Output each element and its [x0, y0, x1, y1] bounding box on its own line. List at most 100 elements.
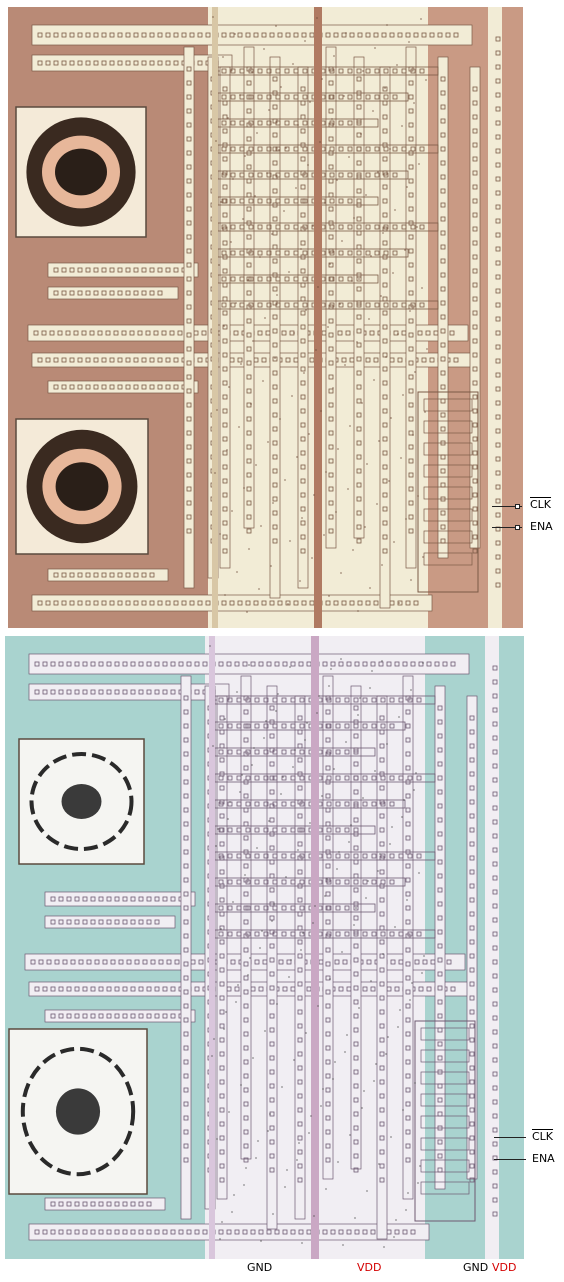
contact-cut [69, 267, 75, 273]
contact-cut [347, 94, 353, 100]
contact-cut [469, 1093, 475, 1099]
cell-gate [420, 1181, 470, 1195]
contact-cut [325, 793, 331, 799]
contact-cut [226, 661, 232, 667]
contact-cut [379, 869, 385, 875]
contact-cut [450, 986, 456, 992]
contact-cut [186, 1229, 192, 1235]
contact-cut [138, 986, 144, 992]
dust-speck [243, 487, 245, 489]
contact-cut [338, 68, 344, 74]
contact-cut [98, 661, 104, 667]
contact-cut [397, 32, 403, 38]
die-photo-silicon-layer [5, 636, 524, 1259]
contact-cut [437, 831, 443, 837]
contact-cut [69, 60, 75, 66]
contact-cut [183, 877, 189, 883]
contact-cut [178, 1229, 184, 1235]
rail-contact [495, 204, 501, 210]
contact-cut [236, 879, 242, 885]
contact-cut [382, 548, 388, 554]
contact-cut [269, 1013, 275, 1019]
contact-cut [328, 430, 334, 436]
contact-cut [300, 436, 306, 442]
contact-cut [227, 697, 233, 703]
dust-speck [230, 241, 232, 243]
dust-speck [239, 791, 241, 793]
contact-cut [183, 1101, 189, 1107]
contact-cut [379, 1051, 385, 1057]
contact-cut [469, 995, 475, 1001]
dust-speck [296, 1159, 298, 1161]
dust-speck [279, 418, 281, 420]
contact-cut [221, 224, 227, 230]
contact-cut [382, 114, 388, 120]
contact-cut [157, 357, 163, 363]
contact-cut [293, 198, 299, 204]
contact-cut [469, 1121, 475, 1127]
rail-contact [492, 1029, 498, 1035]
rail-contact [495, 148, 501, 154]
contact-cut [221, 250, 227, 256]
contact-cut [85, 267, 91, 273]
contact-cut [362, 801, 368, 807]
dust-speck [231, 510, 233, 512]
contact-cut [284, 146, 290, 152]
contact-cut [437, 999, 443, 1005]
contact-cut [335, 697, 341, 703]
dust-speck [289, 540, 291, 542]
rail-contact [492, 1071, 498, 1077]
dust-speck [315, 349, 317, 351]
contact-cut [106, 896, 112, 902]
gnd-label-right: GND [463, 1261, 489, 1274]
dust-speck [394, 209, 396, 211]
contact-cut [297, 1149, 303, 1155]
contact-cut [353, 915, 359, 921]
contact-cut [300, 422, 306, 428]
dust-speck [294, 749, 296, 751]
rail-contact [495, 372, 501, 378]
contact-cut [356, 440, 362, 446]
contact-cut [437, 943, 443, 949]
contact-cut [70, 959, 76, 965]
contact-cut [469, 869, 475, 875]
rail-contact [495, 400, 501, 406]
contact-cut [410, 302, 416, 308]
dust-speck [264, 1030, 266, 1032]
contact-cut [157, 32, 163, 38]
contact-cut [272, 482, 278, 488]
contact-cut [398, 853, 404, 859]
dust-speck [287, 603, 289, 605]
contact-cut [118, 959, 124, 965]
contact-cut [197, 32, 203, 38]
contact-cut [293, 250, 299, 256]
contact-cut [284, 198, 290, 204]
contact-cut [61, 384, 67, 390]
contact-cut [347, 302, 353, 308]
contact-cut [338, 172, 344, 178]
dust-speck [248, 548, 250, 550]
contact-cut [82, 1201, 88, 1207]
dust-speck [245, 1167, 247, 1169]
contact-cut [356, 328, 362, 334]
contact-cut [243, 1115, 249, 1121]
contact-cut [437, 32, 443, 38]
rail-contact [495, 554, 501, 560]
dust-speck [373, 1080, 375, 1082]
contact-cut [356, 356, 362, 362]
dust-speck [236, 691, 238, 693]
contact-cut [230, 959, 236, 965]
contact-cut [272, 398, 278, 404]
contact-cut [325, 1045, 331, 1051]
dust-speck [273, 903, 275, 905]
contact-cut [53, 357, 59, 363]
contact-cut [297, 813, 303, 819]
contact-cut [418, 661, 424, 667]
contact-cut [272, 146, 278, 152]
contact-cut [186, 164, 192, 170]
contact-cut [222, 478, 228, 484]
contact-cut [258, 661, 264, 667]
contact-cut [272, 723, 278, 729]
dust-speck [361, 402, 363, 404]
rail-contact [495, 442, 501, 448]
